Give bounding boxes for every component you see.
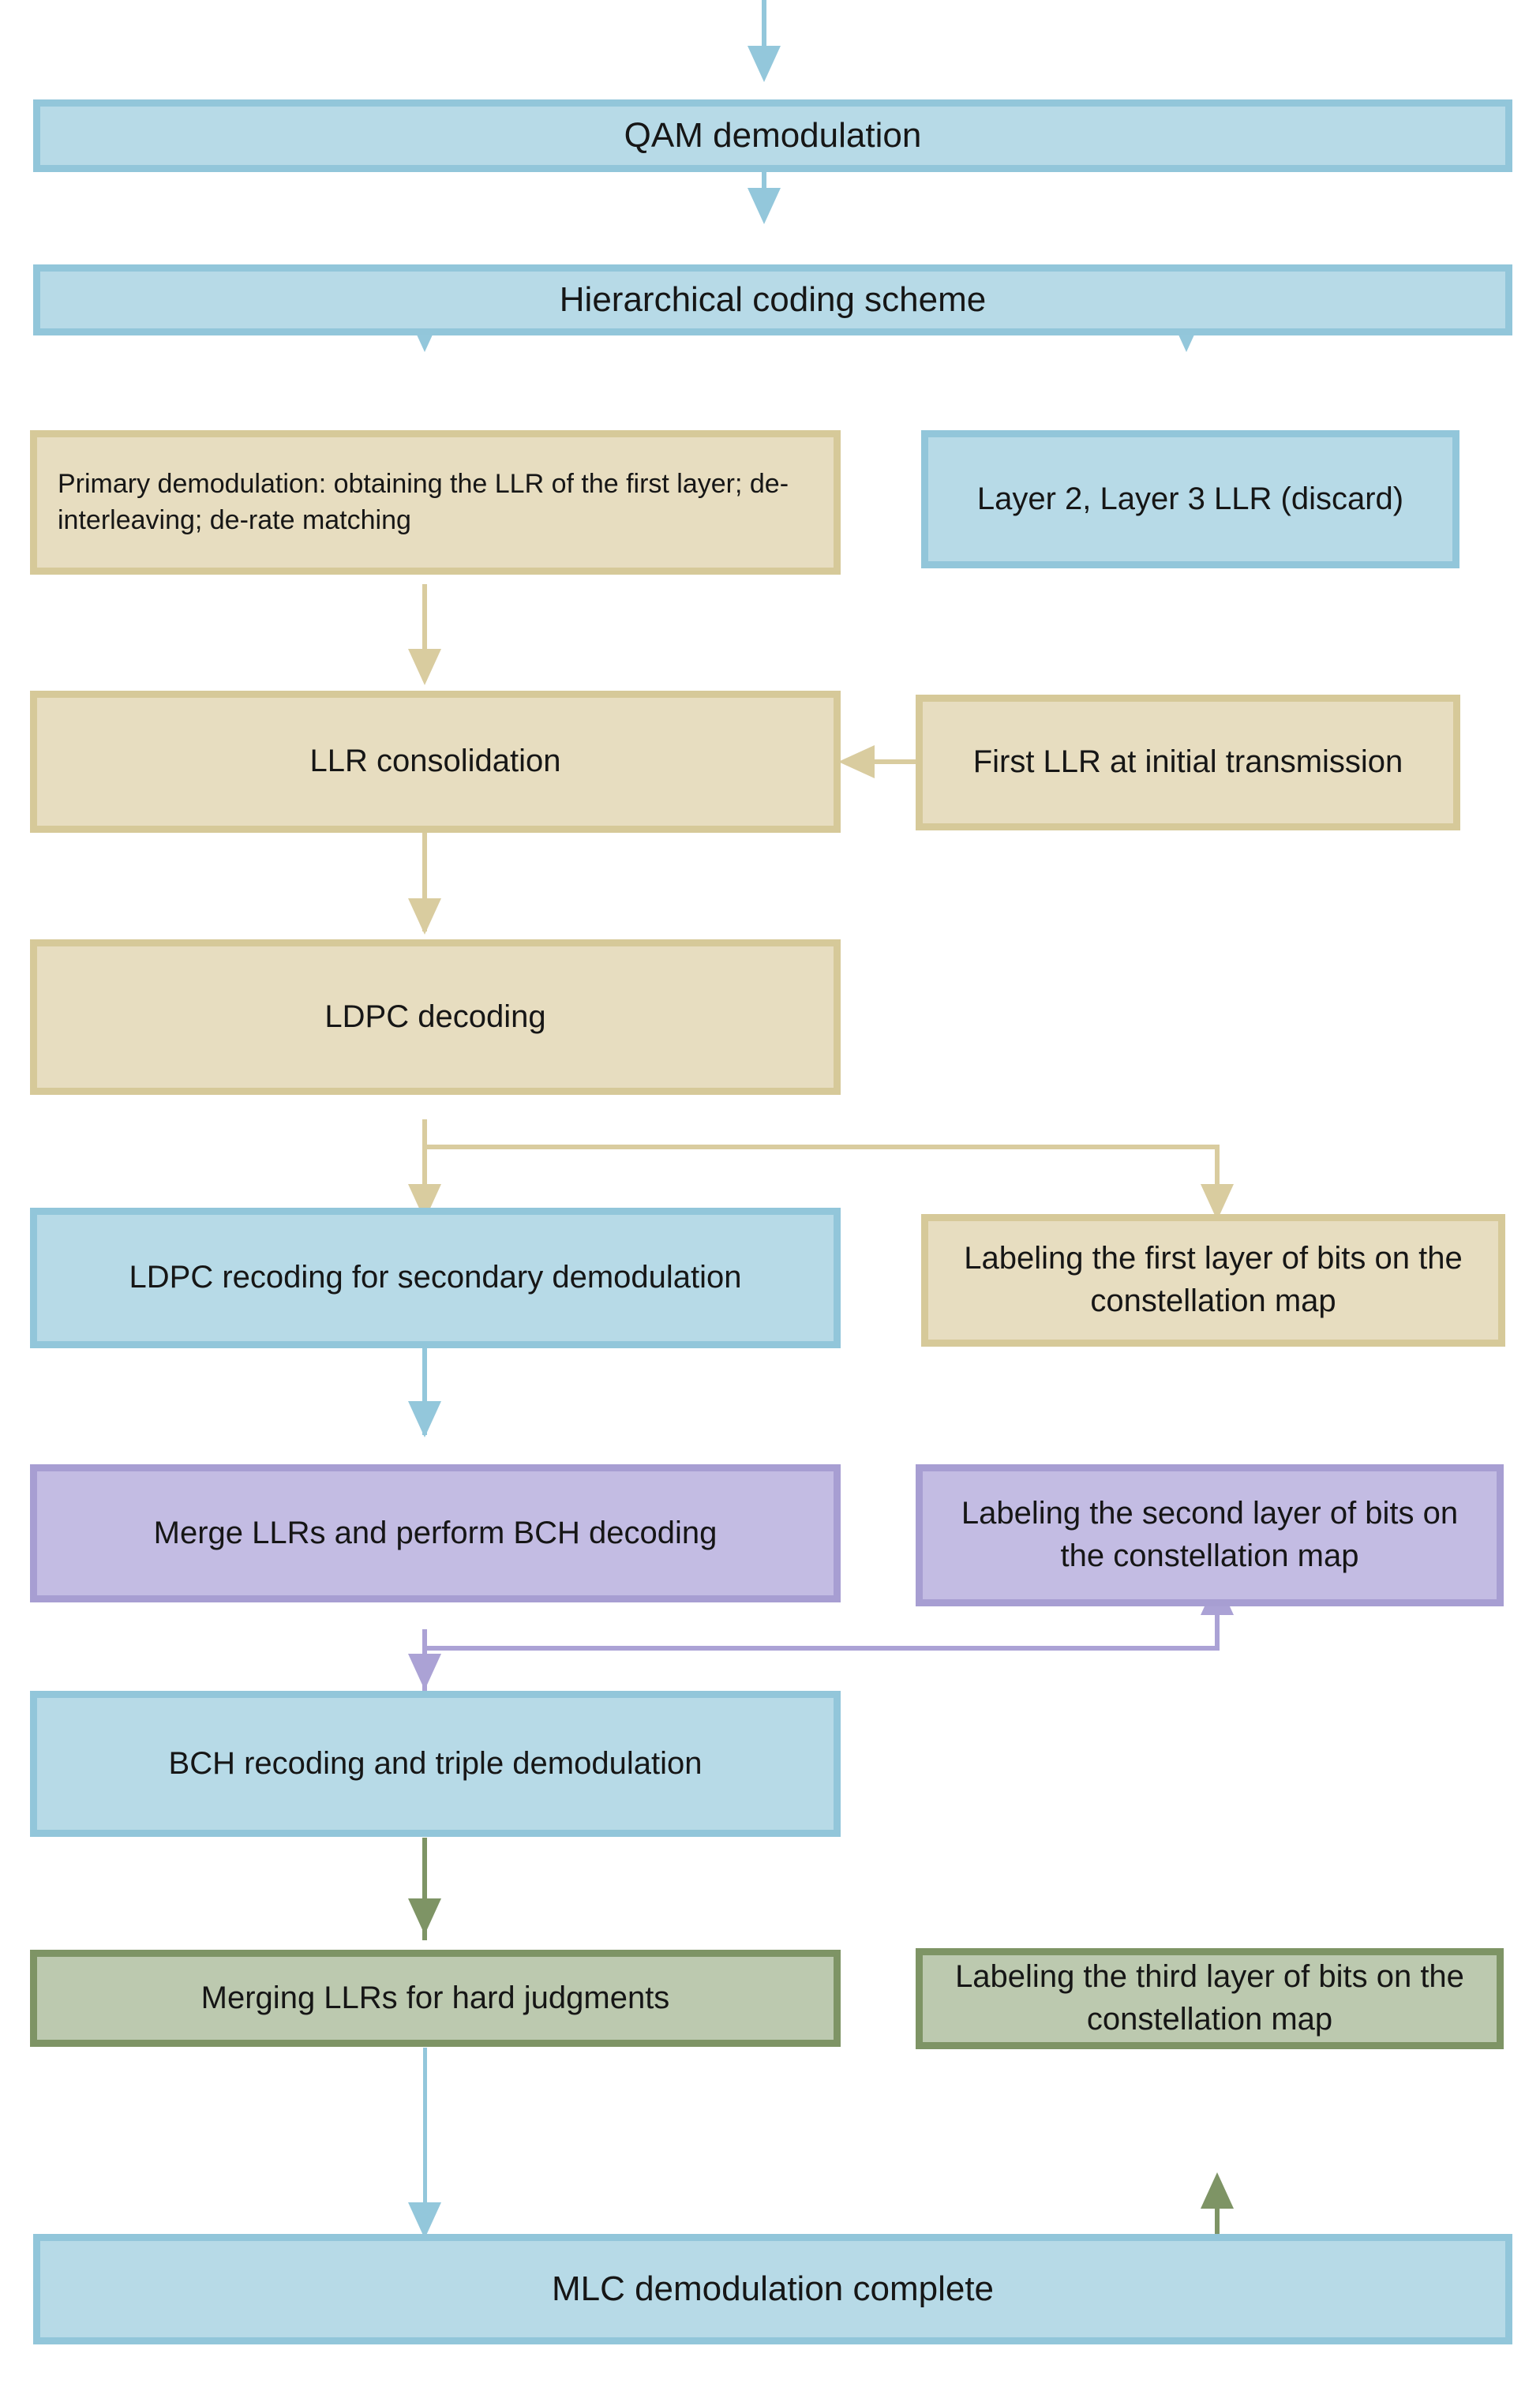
edge-input-qam-line [762,0,766,49]
edge-ldpcrecode-mergebch-arrow [408,1401,441,1437]
node-labeling-first-layer[interactable]: Labeling the first layer of bits on the … [921,1214,1505,1347]
node-labeling-third-layer[interactable]: Labeling the third layer of bits on the … [916,1948,1504,2049]
node-merge-llrs-bch-decoding[interactable]: Merge LLRs and perform BCH decoding [30,1464,841,1602]
edge-mergehard-label3-arrow [1201,2172,1234,2209]
edge-primary-llrconsol-arrow [408,649,441,685]
edge-mergebch-label2-bar [422,1646,1220,1651]
edge-mergebch-label2-riser [1215,1609,1220,1651]
node-label: Merging LLRs for hard judgments [200,1980,670,2015]
node-layer2-layer3-llr[interactable]: Layer 2, Layer 3 LLR (discard) [921,430,1459,568]
node-primary-demodulation[interactable]: Primary demodulation: obtaining the LLR … [30,430,841,575]
edge-mergebch-bchrecode-arrow [408,1654,441,1690]
node-label: First LLR at initial transmission [972,744,1403,780]
edge-primary-llrconsol-line [422,584,427,680]
edge-firstllr-llrconsol-arrow [838,745,875,778]
node-label: MLC demodulation complete [551,2269,995,2308]
node-label: LDPC recoding for secondary demodulation [129,1260,742,1295]
edge-qam-hier-arrow [748,188,781,224]
edge-mergehard-complete-arrow [408,2202,441,2239]
node-label: Labeling the third layer of bits on the … [955,1959,1464,2037]
edge-bchrecode-mergehard-arrow [408,1898,441,1935]
node-hierarchical-coding-scheme[interactable]: Hierarchical coding scheme [33,264,1512,335]
edge-llrconsol-ldpcdec-line [422,833,427,931]
node-labeling-second-layer[interactable]: Labeling the second layer of bits on the… [916,1464,1504,1606]
edge-llrconsol-ldpcdec-arrow [408,898,441,935]
node-merging-llrs-hard-judgments[interactable]: Merging LLRs for hard judgments [30,1950,841,2047]
edge-mergehard-complete-line [423,2048,427,2229]
edge-input-qam-arrow [748,46,781,82]
node-label: LDPC decoding [324,999,546,1034]
node-label: Labeling the first layer of bits on the … [964,1241,1463,1318]
node-label: Hierarchical coding scheme [559,279,987,319]
node-label: Primary demodulation: obtaining the LLR … [58,468,789,535]
edge-ldpcdec-fork-stem [422,1119,427,1151]
node-label: Labeling the second layer of bits on the… [961,1496,1459,1573]
node-label: BCH recoding and triple demodulation [168,1745,703,1781]
node-first-llr-initial-transmission[interactable]: First LLR at initial transmission [916,695,1460,830]
node-label: LLR consolidation [309,744,561,779]
node-mlc-demodulation-complete[interactable]: MLC demodulation complete [33,2234,1512,2344]
node-bch-recoding-triple-demodulation[interactable]: BCH recoding and triple demodulation [30,1691,841,1837]
node-ldpc-decoding[interactable]: LDPC decoding [30,939,841,1095]
edge-ldpcdec-fork-bar [422,1145,1220,1149]
edge-firstllr-llrconsol-line [872,759,931,764]
node-label: QAM demodulation [624,115,922,155]
node-label: Merge LLRs and perform BCH decoding [153,1515,718,1550]
node-llr-consolidation[interactable]: LLR consolidation [30,691,841,833]
edge-bchrecode-mergehard-line [422,1838,427,1940]
node-label: Layer 2, Layer 3 LLR (discard) [976,481,1404,516]
node-ldpc-recoding-secondary[interactable]: LDPC recoding for secondary demodulation [30,1208,841,1348]
edge-ldpcrecode-mergebch-line [422,1348,427,1435]
node-qam-demodulation[interactable]: QAM demodulation [33,99,1512,172]
